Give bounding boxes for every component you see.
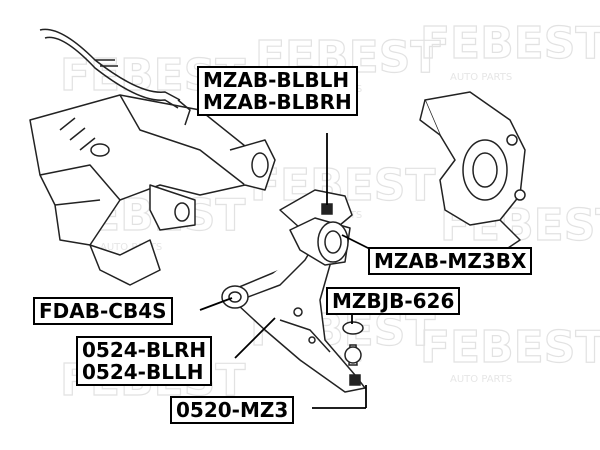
leader-line-front-bushing (199, 297, 233, 311)
part-number-lh: MZAB-BLBLH (203, 68, 350, 92)
label-ball-joint: MZBJB-626 (326, 287, 461, 315)
part-number: MZAB-MZ3BX (374, 249, 527, 273)
part-number: MZBJB-626 (332, 289, 455, 313)
label-rear-bushing: MZAB-MZ3BX (368, 247, 533, 275)
part-number-rh: MZAB-BLBRH (203, 90, 352, 114)
stabilizer-bar-drawing (39, 28, 191, 126)
svg-text:AUTO PARTS: AUTO PARTS (100, 242, 162, 253)
svg-text:FEBEST: FEBEST (420, 18, 600, 69)
svg-text:AUTO PARTS: AUTO PARTS (450, 374, 512, 385)
steering-knuckle-drawing (419, 91, 526, 251)
rear-bushing-drawing (317, 203, 349, 263)
leader-line-control-arm (234, 317, 276, 359)
part-number-lh: 0524-BLLH (82, 360, 204, 384)
ball-joint-stud-icon (349, 374, 361, 386)
label-control-arm-pair: 0524-BLRH 0524-BLLH (76, 336, 213, 386)
front-bushing-drawing (221, 285, 249, 309)
label-front-bushing: FDAB-CB4S (33, 297, 173, 325)
ball-joint-drawing (342, 321, 364, 386)
part-number-rh: 0524-BLRH (82, 338, 207, 362)
leader-line-rear-bushing (341, 234, 373, 251)
watermark-febest-logo: FEBEST AUTO PARTS (419, 17, 600, 83)
mount-bolt-icon (321, 203, 333, 215)
label-ball-joint-assembly: 0520-MZ3 (170, 396, 295, 424)
label-lower-arm-bushing-pair: MZAB-BLBLH MZAB-BLBRH (197, 66, 358, 116)
svg-text:AUTO PARTS: AUTO PARTS (450, 72, 512, 83)
part-number: 0520-MZ3 (176, 398, 289, 422)
part-number: FDAB-CB4S (39, 299, 167, 323)
svg-text:FEBEST: FEBEST (420, 322, 600, 373)
watermark-febest-logo: FEBEST AUTO PARTS (419, 321, 600, 385)
